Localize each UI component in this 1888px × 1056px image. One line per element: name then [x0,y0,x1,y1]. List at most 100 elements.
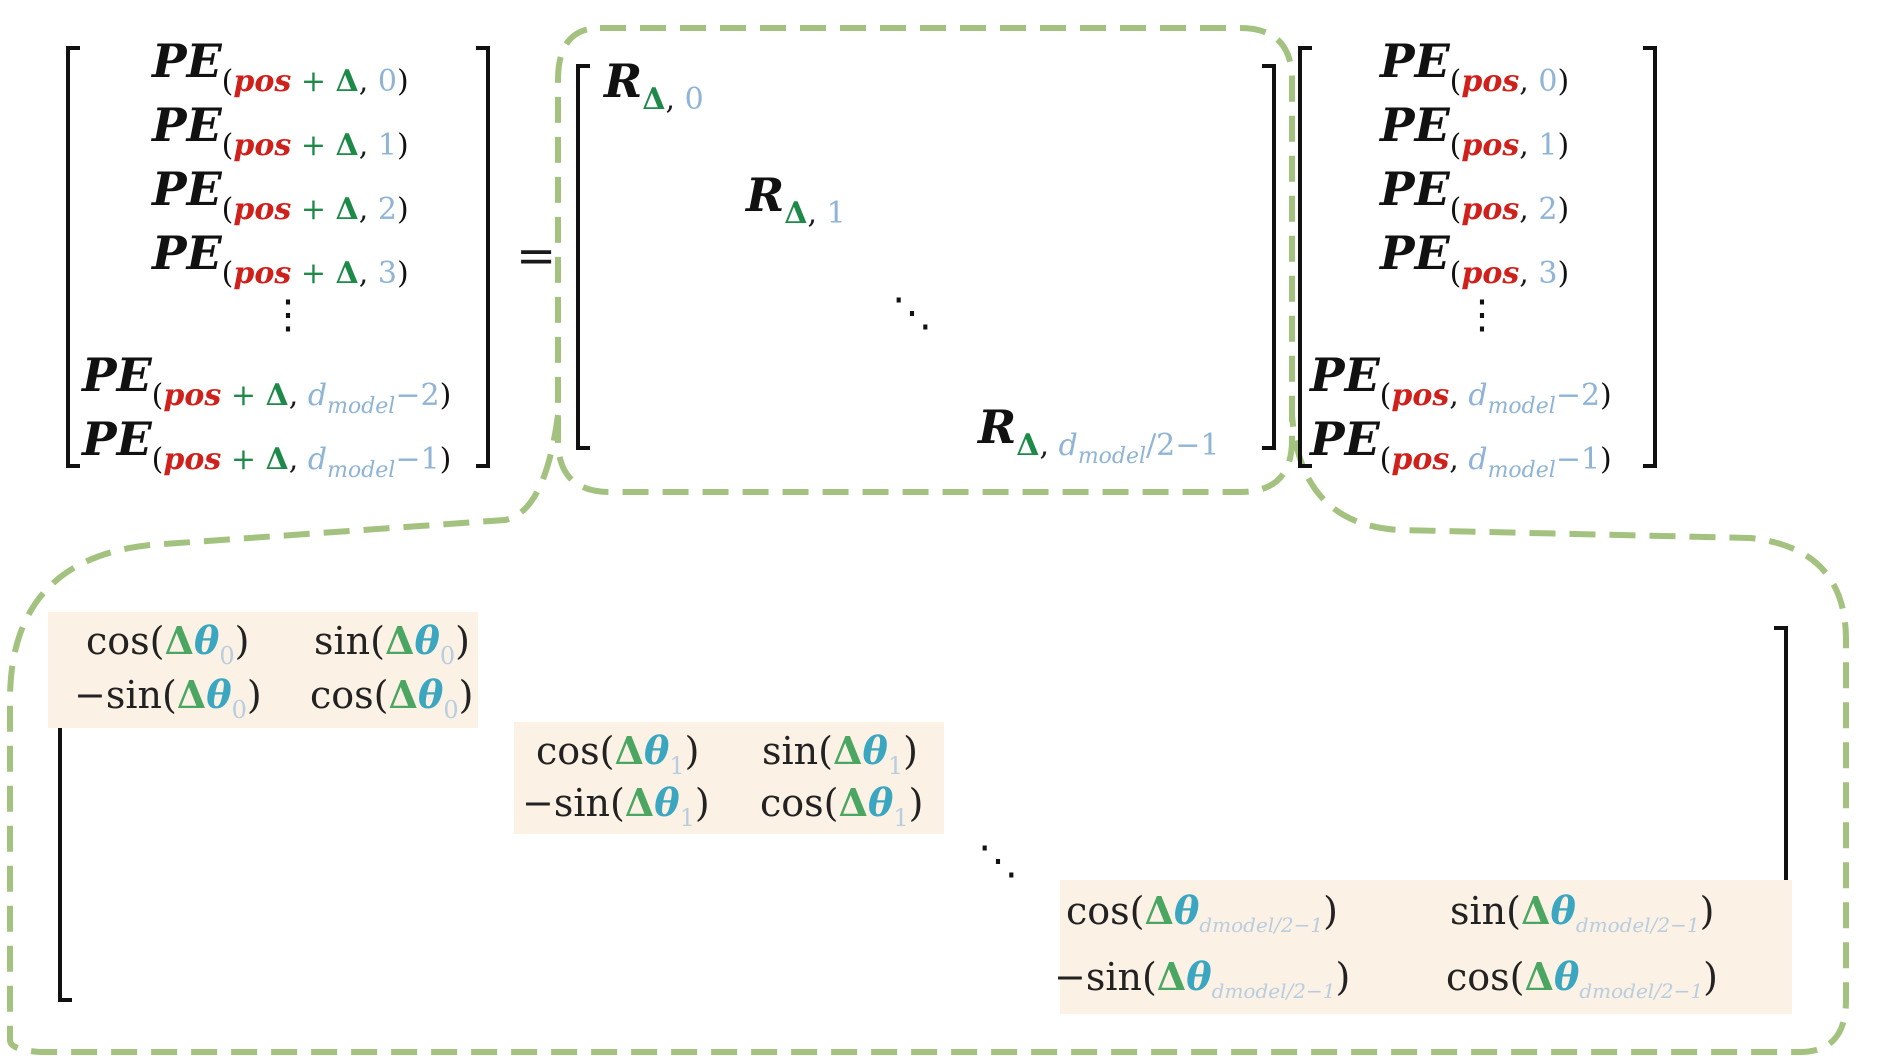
theta-symbol: θ [1550,888,1576,933]
row-index: 3 [377,256,397,291]
sin-label: sin [1450,889,1507,933]
dmodel-subscript: model [1487,458,1556,483]
theta-symbol: θ [867,780,894,825]
delta-symbol: Δ [832,728,863,773]
theta-symbol: θ [417,672,444,717]
pe-symbol: PE [1380,34,1450,88]
cos-label: cos [1066,889,1130,933]
theta-symbol: θ [1173,888,1200,933]
theta-index: 1 [893,804,909,832]
delta-symbol: Δ [1016,428,1040,463]
comma: , [358,192,369,227]
comma: , [288,378,299,413]
pe-symbol: PE [1380,98,1450,152]
theta-index: 0 [439,642,456,670]
dmodel-subscript: model [1077,444,1147,469]
pe-symbol: PE [1380,226,1450,280]
pe-symbol: PE [82,348,152,402]
rhs-row-dm1: PE(pos, dmodel−1) [1310,412,1612,483]
block-0-background [48,612,478,728]
pe-symbol: PE [152,34,222,88]
dmodel-subscript: model [327,458,396,483]
pos-label: pos [233,256,292,291]
delta-symbol: Δ [1144,888,1174,933]
dmodel-symbol: d [1211,979,1225,1003]
row-index: 2 [377,192,397,227]
plus-sign: + [230,442,256,477]
plus-sign: + [230,378,256,413]
lhs-row-2: PE(pos + Δ, 2) [152,162,409,227]
dmodel-subscript: model/2−1 [1592,979,1704,1003]
delta-symbol: Δ [164,618,194,663]
rhs-row-2: PE(pos, 2) [1380,162,1570,227]
pos-label: pos [1391,442,1450,477]
block1-sin-top: sin(Δθ1) [762,728,918,780]
dmodel-symbol: d [1579,979,1593,1003]
row-index: −2 [395,378,440,413]
r-index: /2−1 [1146,428,1220,463]
delta-symbol: Δ [1520,888,1551,933]
pos-label: pos [1461,128,1520,163]
row-index: 0 [377,64,397,99]
dmodel-subscript: model/2−1 [1588,913,1700,937]
neg-sin-label: −sin [74,673,162,717]
r-symbol: R [978,400,1017,454]
theta-symbol: θ [193,618,220,663]
theta-symbol: θ [862,728,888,773]
comma: , [358,256,369,291]
delta-symbol: Δ [335,256,359,291]
rhs-row-dm2: PE(pos, dmodel−2) [1310,348,1612,419]
lhs-vdots: ⋮ [268,292,308,338]
theta-index: 0 [219,642,235,670]
rotation-matrix-dashed-box [555,25,1295,495]
pos-label: pos [1461,256,1520,291]
pe-symbol: PE [1310,348,1380,402]
blocklast-negsin-bottom: −sin(Δθdmodel/2−1) [1054,954,1351,1003]
delta-symbol: Δ [1524,954,1554,999]
pe-symbol: PE [1310,412,1380,466]
delta-symbol: Δ [384,618,415,663]
block1-cos-top: cos(Δθ1) [536,728,700,780]
comma: , [358,128,369,163]
rotation-rlast: RΔ, dmodel/2−1 [978,400,1220,469]
sin-label: sin [762,729,819,773]
rotation-r0: RΔ, 0 [604,54,704,117]
block1-negsin-bottom: −sin(Δθ1) [522,780,710,832]
theta-symbol: θ [206,672,232,717]
lhs-row-dm1: PE(pos + Δ, dmodel−1) [82,412,452,483]
dmodel-symbol: d [1199,913,1213,937]
dmodel-subscript: model/2−1 [1224,979,1336,1003]
plus-sign: + [300,256,326,291]
pos-label: pos [233,64,292,99]
row-index: −1 [395,442,440,477]
dmodel-symbol: d [307,378,328,413]
dmodel-symbol: d [1058,428,1078,463]
blocklast-cos-top: cos(Δθdmodel/2−1) [1066,888,1338,937]
pos-label: pos [233,128,292,163]
plus-sign: + [300,128,326,163]
dmodel-subscript: model [1487,394,1556,419]
cos-label: cos [86,619,150,663]
comma: , [288,442,299,477]
cos-label: cos [536,729,600,773]
delta-symbol: Δ [1156,954,1187,999]
theta-symbol: θ [1553,954,1580,999]
lhs-row-0: PE(pos + Δ, 0) [152,34,409,99]
delta-symbol: Δ [614,728,644,773]
rotation-r1: RΔ, 1 [746,168,846,231]
plus-sign: + [300,192,326,227]
delta-symbol: Δ [335,64,359,99]
dmodel-symbol: d [1468,378,1488,413]
rhs-row-1: PE(pos, 1) [1380,98,1570,163]
rotation-ddots: ⋱ [892,290,932,336]
theta-index: 1 [887,752,904,780]
theta-index: 0 [231,696,247,724]
pos-label: pos [1461,64,1520,99]
pe-symbol: PE [152,98,222,152]
pos-label: pos [163,378,222,413]
row-index: 1 [377,128,397,163]
pe-symbol: PE [1380,162,1450,216]
lhs-row-3: PE(pos + Δ, 3) [152,226,409,291]
